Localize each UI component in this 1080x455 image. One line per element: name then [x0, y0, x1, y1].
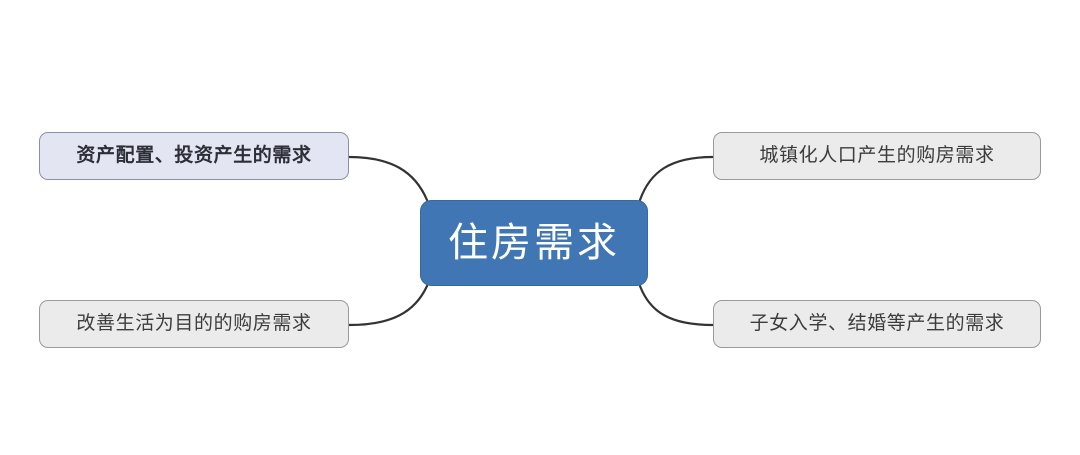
mind-map-node-bottom-left[interactable]: 改善生活为目的的购房需求 — [39, 300, 349, 348]
connector-top-left — [347, 155, 429, 202]
node-label: 子女入学、结婚等产生的需求 — [749, 312, 1005, 334]
mind-map-node-center[interactable]: 住房需求 — [420, 200, 648, 286]
mind-map-node-bottom-right[interactable]: 子女入学、结婚等产生的需求 — [713, 300, 1041, 348]
connector-top-right — [638, 155, 715, 202]
node-label: 资产配置、投资产生的需求 — [76, 144, 312, 166]
node-label: 改善生活为目的的购房需求 — [76, 312, 312, 334]
node-label: 城镇化人口产生的购房需求 — [759, 144, 995, 166]
mind-map-node-top-left[interactable]: 资产配置、投资产生的需求 — [39, 132, 349, 180]
center-node-label: 住房需求 — [448, 221, 620, 265]
connector-bottom-right — [638, 284, 715, 327]
mind-map-node-top-right[interactable]: 城镇化人口产生的购房需求 — [713, 132, 1041, 180]
connector-bottom-left — [347, 284, 429, 327]
